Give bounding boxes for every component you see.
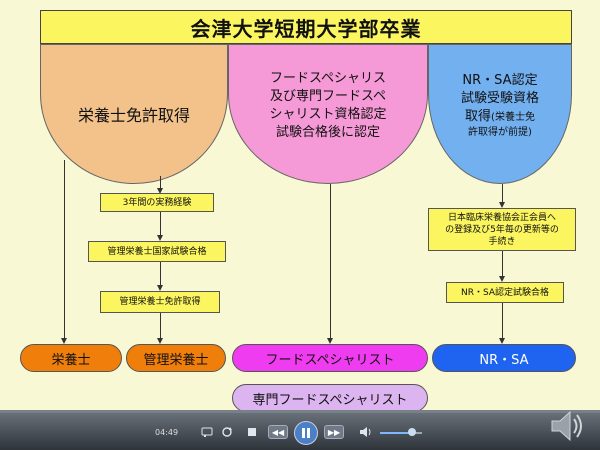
connector (330, 184, 331, 340)
arch-line: 取得(栄養士免 (465, 109, 535, 124)
connector (160, 262, 161, 286)
arrowhead (157, 338, 163, 344)
registered-dietitian-pill: 管理栄養士 (126, 344, 226, 372)
connector (160, 176, 161, 192)
slide: 会津大学短期大学部卒業 栄養士免許取得 フードスペシャリス 及び専門フードスペ … (20, 10, 576, 412)
nutritionist-license-arch: 栄養士免許取得 (40, 44, 228, 184)
arch-label: 栄養士免許取得 (77, 106, 190, 125)
arrowhead (499, 276, 505, 282)
registration-box: 日本臨床栄養協会正会員へ の登録及び5年毎の更新等の 手続き (428, 208, 576, 251)
repeat-icon[interactable] (220, 425, 234, 439)
connector (502, 184, 503, 206)
arrowhead (157, 285, 163, 291)
arrowhead (499, 202, 505, 208)
connector (160, 212, 161, 236)
seek-bar[interactable] (0, 410, 600, 413)
nutritionist-pill: 栄養士 (20, 344, 122, 372)
play-pause-icon[interactable] (294, 421, 318, 445)
food-specialist-arch: フードスペシャリス 及び専門フードスペ シャリスト資格認定 試験合格後に認定 (228, 44, 428, 184)
license-box: 管理栄養士免許取得 (100, 291, 220, 313)
connector (64, 160, 65, 340)
volume-slider-handle[interactable] (407, 428, 416, 436)
arrowhead (499, 338, 505, 344)
nrsa-exam-box: NR・SA認定試験合格 (446, 282, 564, 303)
arrowhead (157, 188, 163, 194)
speaker-icon[interactable] (548, 406, 588, 446)
box-line: 手続き (488, 236, 516, 247)
arch-line: NR・SA認定 (462, 73, 538, 88)
experience-box: 3年間の実務経験 (100, 193, 214, 212)
slide-title: 会津大学短期大学部卒業 (40, 10, 572, 44)
volume-slider[interactable] (380, 432, 422, 434)
connector (502, 303, 503, 340)
food-specialist-pill: フードスペシャリスト (232, 344, 428, 372)
arch-line: シャリスト資格認定 (269, 107, 387, 122)
national-exam-box: 管理栄養士国家試験合格 (88, 241, 226, 262)
arch-line: 許取得が前提) (468, 127, 532, 138)
connector (160, 313, 161, 340)
arch-line: 試験合格後に認定 (275, 125, 380, 140)
rewind-icon[interactable]: ◀◀ (268, 425, 288, 439)
volume-icon[interactable] (358, 425, 374, 439)
box-line: の登録及び5年毎の更新等の (445, 224, 559, 235)
arrowhead (157, 235, 163, 241)
arrowhead (327, 338, 333, 344)
nrsa-pill: NR・SA (432, 344, 576, 372)
arrowhead (61, 338, 67, 344)
time-display: 04:49 (155, 428, 179, 437)
stop-icon[interactable] (246, 425, 258, 439)
nrsa-arch: NR・SA認定 試験受験資格 取得(栄養士免 許取得が前提) (428, 44, 572, 184)
senior-food-specialist-pill: 専門フードスペシャリスト (232, 384, 428, 412)
captions-icon[interactable] (200, 425, 214, 439)
volume-slider-fill (380, 432, 412, 434)
box-line: 日本臨床栄養協会正会員へ (447, 212, 556, 223)
arch-line: フードスペシャリス (269, 71, 387, 86)
arch-line: 試験受験資格 (460, 91, 539, 106)
fast-forward-icon[interactable]: ▶▶ (324, 425, 344, 439)
arch-line: 及び専門フードスペ (269, 89, 387, 104)
connector (502, 251, 503, 277)
